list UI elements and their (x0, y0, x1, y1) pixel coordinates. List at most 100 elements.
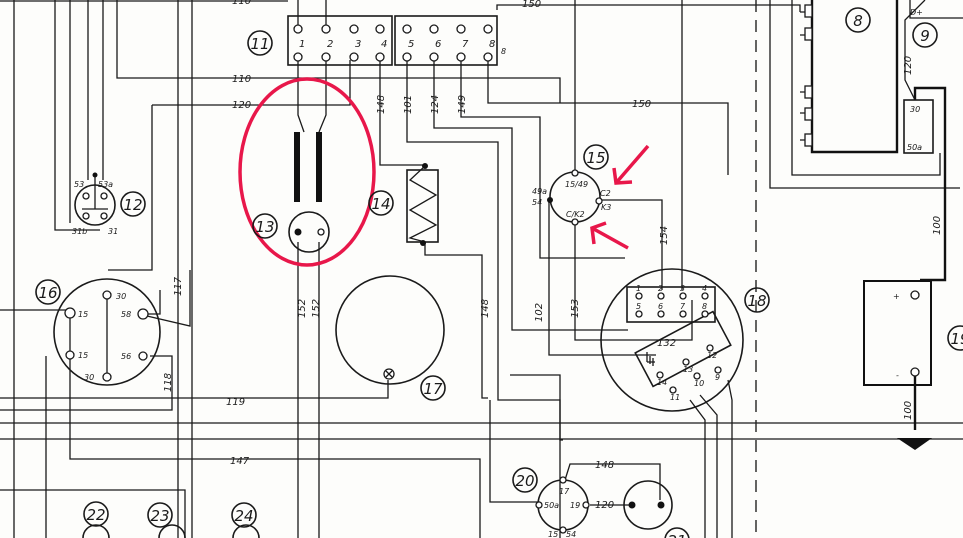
wire-label: 153 (570, 299, 581, 318)
component-number-circle (845, 7, 871, 33)
wire-label: 154 (659, 226, 670, 245)
terminal-number: 3 (355, 39, 361, 50)
component-number-label: 13 (255, 218, 274, 236)
terminal-number: 4 (381, 39, 387, 50)
terminal-screw (656, 371, 664, 379)
terminal-label: 30 (116, 292, 126, 301)
component-15-ignition-switch (547, 169, 603, 226)
wire-label: 152 (311, 299, 322, 318)
component-number-label: 8 (853, 12, 863, 30)
ground-symbol-icon (897, 438, 932, 450)
labels: 8911121314151617181920212223241101101201… (35, 0, 963, 538)
component-number-circle (147, 502, 173, 528)
terminal-label: 58 (121, 310, 131, 319)
wire-label: 148 (595, 460, 614, 471)
terminal-label: 53a (98, 180, 113, 189)
component-16-light-switch (53, 278, 161, 386)
terminal-number: 13 (683, 365, 693, 374)
wire-label: 150 (522, 0, 541, 10)
wire-label: 110 (232, 74, 251, 85)
terminal-number: 8 (702, 302, 707, 311)
component-number-label: 19 (950, 330, 963, 348)
terminal-screw (321, 52, 331, 62)
component-number-label: 11 (250, 35, 269, 53)
wire-label: 147 (230, 456, 250, 467)
terminal-screw (679, 310, 687, 318)
terminal-label: 31b (72, 227, 87, 236)
terminal-number: 12 (707, 351, 717, 360)
terminal-number: 7 (680, 302, 686, 311)
component-number-circle (35, 279, 61, 305)
wire-label: 120 (232, 100, 251, 111)
component-number-circle (912, 22, 938, 48)
terminal-number: 9 (715, 373, 720, 382)
component-number-circle (947, 325, 963, 351)
wire-label: 118 (163, 373, 174, 392)
terminal-number: 4 (702, 284, 707, 293)
terminal-screw (714, 366, 722, 374)
terminal-block-11 (287, 15, 498, 66)
terminal-number: 5 (636, 302, 641, 311)
red-arrows (590, 144, 650, 250)
terminal-label: 49a (532, 187, 547, 196)
component-number-circle (231, 502, 257, 528)
wire-label: 117 (173, 276, 184, 296)
component-number-circle (512, 467, 538, 493)
terminal-screw (635, 292, 643, 300)
component-8-relay-box (800, 0, 899, 154)
terminal-label: 53 (74, 180, 84, 189)
terminal-number: 7 (462, 39, 469, 50)
wire-label: 100 (903, 401, 914, 420)
terminal-number: 5 (408, 39, 414, 50)
wire-label: 148 (480, 299, 491, 318)
terminal-number: 6 (435, 39, 441, 50)
terminal-label: 31 (108, 227, 118, 236)
terminal-label: 50a (544, 501, 559, 510)
wire-label: 101 (403, 95, 414, 114)
terminal-number: 1 (636, 284, 641, 293)
wire-label: 120 (595, 500, 614, 511)
terminal-screw (402, 52, 412, 62)
terminal-screw (701, 310, 709, 318)
component-number-label: 12 (123, 196, 142, 214)
terminal-label: 15/49 (565, 180, 588, 189)
component-number-circle (83, 501, 109, 527)
terminal-label: C2 (600, 189, 611, 198)
terminal-screw (483, 24, 493, 34)
terminal-screw (701, 292, 709, 300)
component-number-circle (120, 191, 146, 217)
component-number-label: 22 (86, 506, 105, 524)
component-number-label: 9 (920, 27, 930, 45)
component-number-circle (252, 213, 278, 239)
terminal-screw (456, 24, 466, 34)
component-number-circle (247, 30, 273, 56)
component-18-connector (600, 268, 744, 412)
terminal-label: 54 (566, 530, 576, 538)
terminal-label: 56 (121, 352, 131, 361)
terminal-screw (483, 52, 493, 62)
wire-label: 150 (632, 99, 651, 110)
terminal-number: 6 (658, 302, 663, 311)
wire-label: 149 (457, 95, 468, 114)
terminal-label: 30 (84, 373, 94, 382)
terminal-label: C/K2 (566, 210, 585, 219)
component-14-resistor (406, 163, 439, 246)
terminal-screw (693, 372, 701, 380)
component-number-circle (664, 527, 690, 538)
terminal-screw (349, 52, 359, 62)
wire-label: 124 (430, 95, 441, 114)
terminal-label: 19 (570, 501, 580, 510)
terminal-screw (375, 24, 385, 34)
terminal-label: - (896, 371, 899, 380)
terminal-screw (293, 24, 303, 34)
component-number-circle (744, 287, 770, 313)
bottom-components (82, 524, 260, 538)
terminal-screw (402, 24, 412, 34)
terminal-label: 15 (78, 351, 88, 360)
component-number-label: 15 (586, 149, 605, 167)
terminal-screw (321, 24, 331, 34)
terminal-label: 30 (910, 105, 920, 114)
